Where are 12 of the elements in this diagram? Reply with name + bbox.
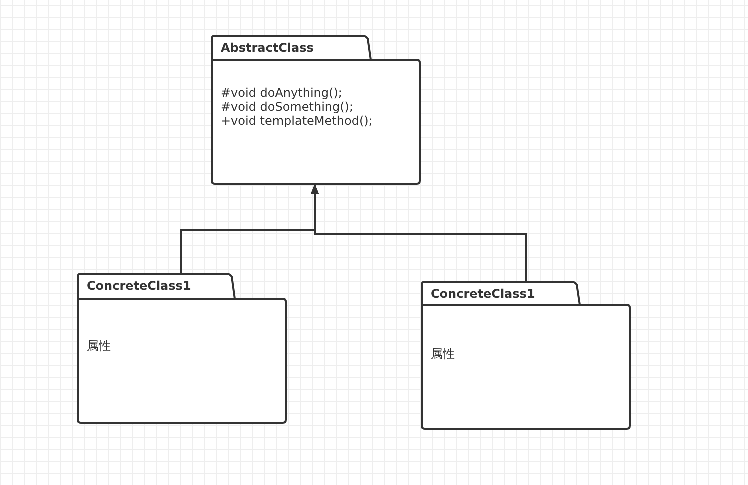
member-text: +void templateMethod(); — [221, 114, 373, 128]
member-text: #void doAnything(); — [221, 86, 342, 100]
class-name: ConcreteClass1 — [431, 287, 536, 301]
class-name: ConcreteClass1 — [87, 279, 192, 293]
package-box — [211, 35, 421, 185]
member-text: 属性 — [431, 347, 455, 361]
package-box — [421, 281, 631, 430]
class-name: AbstractClass — [221, 41, 314, 55]
inheritance-arrow — [311, 184, 527, 281]
member-text: #void doSomething(); — [221, 100, 354, 114]
member-text: 属性 — [87, 339, 111, 353]
package-box — [77, 273, 287, 424]
